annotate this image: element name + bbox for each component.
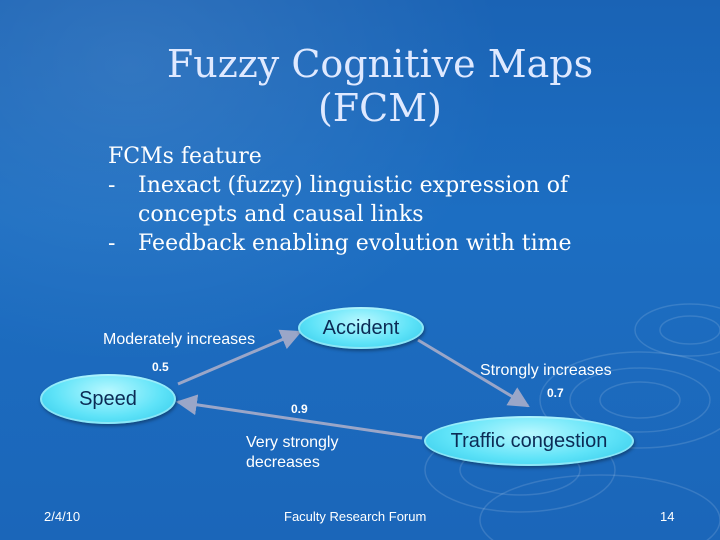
bullet-marker: -: [108, 173, 116, 198]
bullet-heading: FCMs feature: [108, 144, 262, 169]
edge-accident-to-traffic: [417, 338, 530, 408]
bullet-text: Inexact (fuzzy) linguistic expression of…: [138, 173, 569, 227]
footer-center: Faculty Research Forum: [284, 509, 427, 524]
footer-page-number: 14: [660, 509, 675, 524]
bullet-marker: -: [108, 231, 116, 256]
bullet-list: FCMs feature - Inexact (fuzzy) linguisti…: [108, 142, 618, 258]
footer-date: 2/4/10: [44, 509, 81, 524]
bullet-item: - Feedback enabling evolution with time: [108, 229, 618, 258]
edge-weight-speed-accident: 0.5: [152, 360, 169, 374]
bullet-item: - Inexact (fuzzy) linguistic expression …: [108, 171, 618, 229]
node-speed: Speed: [40, 374, 176, 424]
node-accident: Accident: [298, 307, 424, 349]
edge-weight-traffic-speed: 0.9: [291, 402, 308, 416]
slide-title: Fuzzy Cognitive Maps (FCM): [166, 42, 594, 130]
edge-traffic-to-speed: [175, 394, 423, 440]
edge-label-speed-accident: Moderately increases: [103, 331, 256, 348]
bullet-text: Feedback enabling evolution with time: [138, 231, 572, 256]
node-traffic-congestion: Traffic congestion: [424, 416, 634, 466]
edge-weight-accident-traffic: 0.7: [547, 386, 564, 400]
edge-speed-to-accident: [177, 329, 302, 386]
edge-label-accident-traffic: Strongly increases: [480, 362, 612, 379]
edge-label-traffic-speed: Very strongly decreases: [246, 434, 339, 471]
